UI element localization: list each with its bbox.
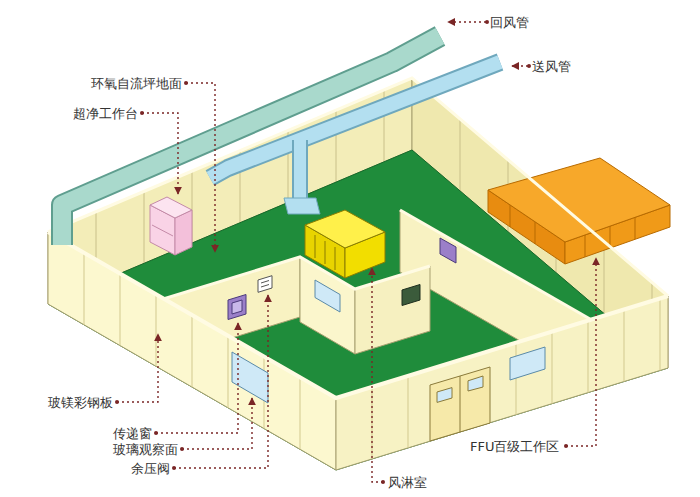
valve-grille	[261, 285, 269, 288]
supply-branch-outline	[292, 140, 308, 200]
slat	[335, 247, 336, 270]
callout-label: 送风管	[532, 59, 571, 74]
slat	[585, 235, 586, 257]
leader-line	[512, 65, 528, 66]
wall-rim	[400, 210, 590, 319]
slat	[315, 235, 316, 258]
callout-label: 传递窗	[113, 426, 152, 441]
panel-line	[624, 310, 625, 382]
leader-line	[182, 398, 252, 449]
leader-line	[174, 295, 268, 468]
leader-dot	[485, 20, 489, 24]
front-wall	[48, 232, 336, 470]
double-door	[430, 367, 490, 441]
callout-label: 余压阀	[131, 461, 170, 476]
leader-dot	[184, 81, 188, 85]
callout-label: 风淋室	[388, 475, 427, 490]
transfer-window	[232, 300, 242, 314]
panel-line	[300, 377, 301, 449]
leader-dot	[172, 466, 176, 470]
leader-lines	[117, 22, 596, 482]
leader-line	[186, 83, 215, 252]
ffu-top	[488, 158, 670, 242]
door-window	[437, 388, 452, 403]
leader-dot	[154, 431, 158, 435]
slat	[325, 241, 326, 264]
supply-duct-outline	[210, 62, 500, 178]
leader-dot	[381, 480, 385, 484]
leader-line	[142, 113, 178, 194]
partition-wall	[355, 266, 430, 354]
supply-duct	[210, 62, 500, 178]
return-duct	[62, 36, 440, 245]
wall-rim	[160, 257, 430, 300]
return-duct-outline	[62, 36, 440, 245]
callout-label: 玻璃观察面	[113, 442, 178, 457]
supply-branch	[294, 140, 306, 200]
control-box	[402, 285, 420, 306]
leader-dot	[115, 400, 119, 404]
bench-shelf	[152, 225, 173, 236]
panel-line	[408, 376, 409, 448]
panel-line	[144, 191, 145, 263]
callout-label: FFU百级工作区	[470, 439, 559, 454]
air-shower	[305, 210, 385, 248]
slat	[635, 217, 636, 239]
panel-line	[120, 274, 121, 346]
callout-label: 环氧自流坪地面	[91, 76, 182, 91]
panel-line	[84, 253, 85, 325]
door-split	[460, 376, 461, 432]
panel-line	[588, 321, 589, 393]
leader-line	[372, 268, 383, 482]
glass-window	[510, 347, 545, 380]
callout-label: 玻镁彩钢板	[48, 395, 113, 410]
glass-window	[315, 280, 340, 312]
callout-label: 超净工作台	[73, 106, 138, 121]
clean-bench	[150, 197, 192, 218]
air-shower-slats	[315, 235, 335, 270]
panel-line	[552, 332, 553, 404]
slat	[510, 205, 511, 227]
panel-line	[460, 119, 461, 191]
panel-line	[604, 242, 605, 314]
transfer-window	[228, 295, 246, 320]
leader-dot	[140, 111, 144, 115]
leader-line	[156, 323, 238, 433]
leader-dots	[115, 20, 568, 484]
valve-grille	[261, 281, 269, 284]
leader-line	[448, 21, 486, 22]
door-window	[468, 376, 483, 391]
leader-dot	[527, 64, 531, 68]
wall-rim	[48, 232, 668, 398]
callout-label: 回风管	[490, 15, 529, 30]
leader-dot	[564, 444, 568, 448]
panel-line	[228, 336, 229, 408]
panel-line	[660, 299, 661, 371]
leader-dot	[180, 447, 184, 451]
pressure-valve	[258, 276, 272, 293]
panel-line	[156, 294, 157, 366]
slat	[535, 222, 536, 244]
leader-line	[566, 258, 596, 446]
air-outlet	[284, 198, 320, 214]
panel-line	[192, 315, 193, 387]
leader-line	[117, 334, 158, 402]
